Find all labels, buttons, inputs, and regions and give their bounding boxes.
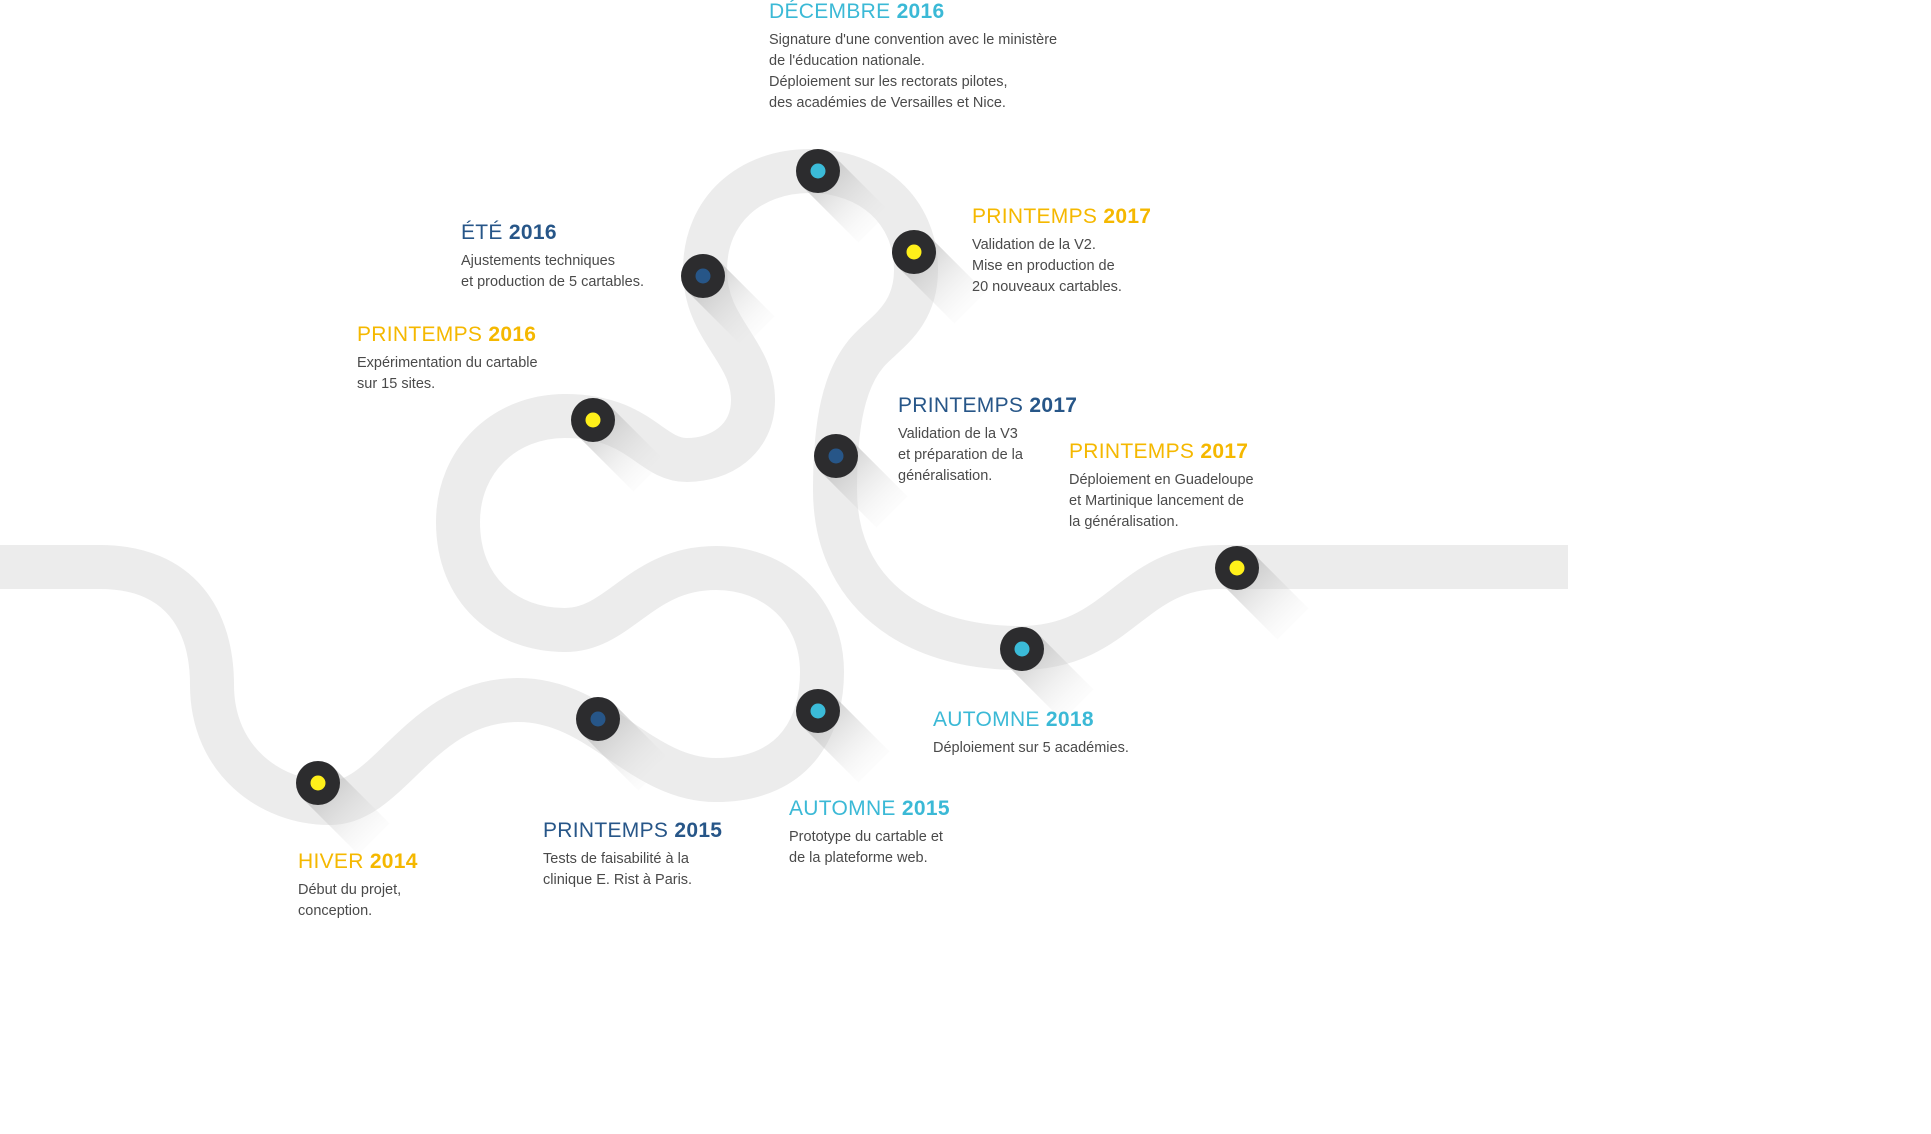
milestone-season: ÉTÉ: [461, 221, 503, 244]
marker-dot: [828, 448, 844, 464]
description-line: Déploiement sur les rectorats pilotes,: [769, 74, 1008, 90]
milestone-year: 2015: [674, 819, 723, 842]
milestone-season: AUTOMNE: [789, 797, 896, 820]
milestone-year: 2018: [1045, 708, 1094, 731]
description-line: conception.: [298, 903, 373, 919]
description-line: la généralisation.: [1069, 514, 1179, 530]
milestone-marker: [576, 697, 670, 791]
milestone-year: 2016: [508, 221, 557, 244]
milestone-description: Ajustements techniques et production de …: [461, 251, 644, 293]
milestone-label: DÉCEMBRE 2016 Signature d'une convention…: [769, 0, 1057, 114]
milestone-label: PRINTEMPS 2017 Validation de la V3 et pr…: [898, 394, 1077, 487]
description-line: 20 nouveaux cartables.: [972, 279, 1122, 295]
milestone-heading: PRINTEMPS 2015: [543, 819, 722, 843]
milestone-heading: PRINTEMPS 2017: [898, 394, 1077, 418]
marker-dot: [810, 163, 826, 179]
description-line: de l'éducation nationale.: [769, 53, 925, 69]
milestone-description: Validation de la V2. Mise en production …: [972, 235, 1151, 298]
milestone-season: PRINTEMPS: [898, 394, 1024, 417]
milestone-marker: [796, 149, 890, 243]
milestone-label: HIVER 2014 Début du projet, conception.: [298, 850, 418, 922]
milestone-description: Tests de faisabilité à la clinique E. Ri…: [543, 849, 722, 891]
milestone-markers: [296, 149, 1309, 855]
milestone-heading: PRINTEMPS 2017: [1069, 440, 1254, 464]
marker-dot: [1014, 641, 1030, 657]
description-line: Validation de la V3: [898, 426, 1018, 442]
milestone-season: PRINTEMPS: [543, 819, 669, 842]
milestone-heading: DÉCEMBRE 2016: [769, 0, 1057, 24]
milestone-label: PRINTEMPS 2016 Expérimentation du cartab…: [357, 323, 538, 395]
milestone-label: AUTOMNE 2015 Prototype du cartable et de…: [789, 797, 950, 869]
marker-dot: [695, 268, 711, 284]
milestone-season: PRINTEMPS: [357, 323, 483, 346]
marker-dot: [310, 775, 326, 791]
marker-dot: [590, 711, 606, 727]
milestone-year: 2014: [369, 850, 418, 873]
milestone-season: HIVER: [298, 850, 364, 873]
description-line: Tests de faisabilité à la: [543, 851, 689, 867]
milestone-label: PRINTEMPS 2017 Déploiement en Guadeloupe…: [1069, 440, 1254, 533]
milestone-marker: [814, 434, 908, 528]
milestone-description: Prototype du cartable et de la plateform…: [789, 827, 950, 869]
milestone-label: PRINTEMPS 2017 Validation de la V2. Mise…: [972, 205, 1151, 298]
description-line: Début du projet,: [298, 882, 402, 898]
milestone-year: 2017: [1103, 205, 1152, 228]
description-line: et préparation de la: [898, 447, 1023, 463]
milestone-season: DÉCEMBRE: [769, 0, 891, 23]
milestone-marker: [1215, 546, 1309, 640]
milestone-marker: [1000, 627, 1094, 721]
milestone-marker: [571, 398, 665, 492]
description-line: Déploiement sur 5 académies.: [933, 740, 1129, 756]
description-line: Prototype du cartable et: [789, 829, 943, 845]
milestone-heading: PRINTEMPS 2016: [357, 323, 538, 347]
description-line: de la plateforme web.: [789, 850, 928, 866]
milestone-description: Déploiement en Guadeloupe et Martinique …: [1069, 470, 1254, 533]
milestone-year: 2016: [896, 0, 945, 23]
description-line: clinique E. Rist à Paris.: [543, 872, 693, 888]
milestone-label: PRINTEMPS 2015 Tests de faisabilité à la…: [543, 819, 722, 891]
timeline-road: [0, 149, 1568, 855]
description-line: des académies de Versailles et Nice.: [769, 95, 1006, 111]
milestone-year: 2017: [1029, 394, 1078, 417]
milestone-marker: [296, 761, 390, 855]
description-line: et production de 5 cartables.: [461, 274, 644, 290]
description-line: Expérimentation du cartable: [357, 355, 538, 371]
milestone-description: Déploiement sur 5 académies.: [933, 738, 1129, 759]
milestone-marker: [681, 254, 775, 348]
milestone-label: ÉTÉ 2016 Ajustements techniques et produ…: [461, 221, 644, 293]
milestone-description: Début du projet, conception.: [298, 880, 418, 922]
milestone-heading: AUTOMNE 2015: [789, 797, 950, 821]
marker-dot: [906, 244, 922, 260]
milestone-year: 2015: [901, 797, 950, 820]
marker-dot: [1229, 560, 1245, 576]
milestone-marker: [796, 689, 890, 783]
description-line: sur 15 sites.: [357, 376, 436, 392]
description-line: Signature d'une convention avec le minis…: [769, 32, 1058, 48]
milestone-marker: [892, 230, 986, 324]
milestone-season: AUTOMNE: [933, 708, 1040, 731]
milestone-season: PRINTEMPS: [1069, 440, 1195, 463]
milestone-heading: PRINTEMPS 2017: [972, 205, 1151, 229]
milestone-heading: HIVER 2014: [298, 850, 418, 874]
description-line: Ajustements techniques: [461, 253, 615, 269]
milestone-description: Expérimentation du cartable sur 15 sites…: [357, 353, 538, 395]
road-path: [0, 149, 1568, 825]
milestone-year: 2016: [488, 323, 537, 346]
milestone-description: Validation de la V3 et préparation de la…: [898, 424, 1077, 487]
marker-dot: [585, 412, 601, 428]
description-line: et Martinique lancement de: [1069, 493, 1244, 509]
milestone-year: 2017: [1200, 440, 1249, 463]
description-line: généralisation.: [898, 468, 993, 484]
milestone-heading: ÉTÉ 2016: [461, 221, 644, 245]
milestone-season: PRINTEMPS: [972, 205, 1098, 228]
description-line: Mise en production de: [972, 258, 1115, 274]
milestone-label: AUTOMNE 2018 Déploiement sur 5 académies…: [933, 708, 1129, 759]
description-line: Validation de la V2.: [972, 237, 1096, 253]
marker-dot: [810, 703, 826, 719]
description-line: Déploiement en Guadeloupe: [1069, 472, 1254, 488]
milestone-description: Signature d'une convention avec le minis…: [769, 30, 1057, 114]
milestone-heading: AUTOMNE 2018: [933, 708, 1129, 732]
